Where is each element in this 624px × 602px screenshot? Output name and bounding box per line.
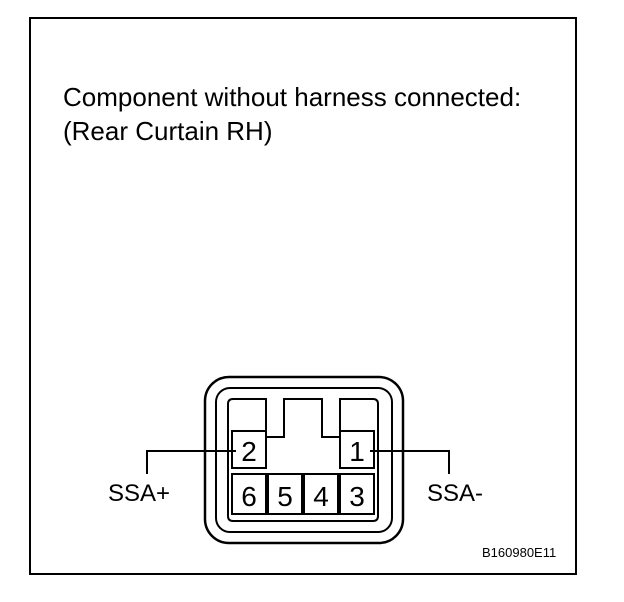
connector-outer-housing bbox=[203, 375, 405, 545]
leader-line-ssa-plus bbox=[146, 450, 236, 474]
pin-label-6: 6 bbox=[241, 481, 257, 512]
pin-cell-1 bbox=[339, 430, 375, 469]
pin-label-1: 1 bbox=[349, 436, 365, 467]
caption-line-1: Component without harness connected: bbox=[63, 82, 522, 112]
pin-label-5: 5 bbox=[277, 481, 293, 512]
leader-line-ssa-minus bbox=[370, 450, 450, 474]
signal-label-ssa-plus: SSA+ bbox=[108, 480, 170, 507]
pin-cell-3 bbox=[339, 473, 375, 515]
reference-code: B160980E11 bbox=[482, 545, 557, 560]
pin-cell-6 bbox=[231, 473, 267, 515]
pin-cell-2 bbox=[231, 430, 267, 469]
pin-cell-4 bbox=[303, 473, 339, 515]
pin-label-4: 4 bbox=[313, 481, 329, 512]
caption-line-2: (Rear Curtain RH) bbox=[63, 116, 273, 146]
pin-label-2: 2 bbox=[241, 436, 257, 467]
diagram-frame bbox=[29, 17, 577, 575]
signal-label-ssa-minus: SSA- bbox=[427, 480, 483, 507]
connector-cavity bbox=[227, 398, 379, 522]
pin-label-3: 3 bbox=[349, 481, 365, 512]
caption: Component without harness connected: (Re… bbox=[63, 80, 521, 148]
connector-inner-housing bbox=[215, 387, 393, 533]
pin-cell-5 bbox=[267, 473, 303, 515]
